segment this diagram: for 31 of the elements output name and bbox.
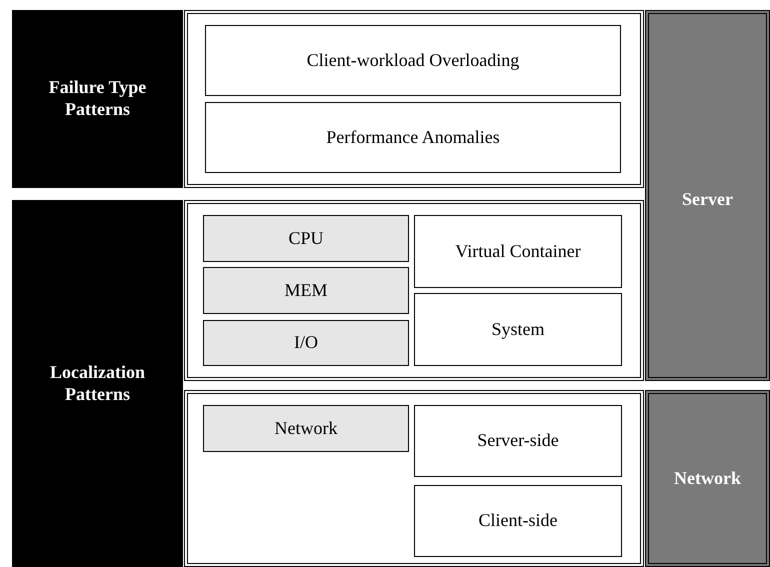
group-panel: [184, 200, 644, 381]
box-label: Localization Patterns: [49, 362, 146, 406]
category-box: [12, 200, 183, 567]
group-panel: [184, 10, 644, 188]
group-panel: [184, 390, 644, 567]
resource-box: [203, 267, 409, 314]
box-label: Network: [274, 418, 338, 440]
resource-box: [203, 215, 409, 262]
pattern-box: [414, 405, 622, 477]
box-label: Client-side: [478, 510, 558, 532]
box-label: Server: [681, 189, 734, 211]
category-box: [645, 10, 770, 381]
box-label: MEM: [283, 280, 328, 302]
box-label: Network: [673, 468, 742, 490]
pattern-box: [414, 293, 622, 366]
resource-box: [203, 405, 409, 452]
box-label: I/O: [293, 332, 319, 354]
box-label: System: [490, 318, 546, 340]
box-label: Server-side: [476, 430, 560, 452]
category-box: [645, 390, 770, 567]
category-box: [12, 10, 183, 188]
box-label: Failure Type Patterns: [48, 77, 148, 121]
pattern-box: [414, 485, 622, 557]
resource-box: [203, 320, 409, 366]
box-label: CPU: [287, 228, 324, 250]
pattern-box: [205, 102, 621, 173]
box-label: Virtual Container: [454, 240, 582, 262]
box-label: Client-workload Overloading: [306, 50, 520, 72]
box-label: Performance Anomalies: [325, 126, 501, 148]
pattern-box: [205, 25, 621, 96]
pattern-box: [414, 215, 622, 288]
